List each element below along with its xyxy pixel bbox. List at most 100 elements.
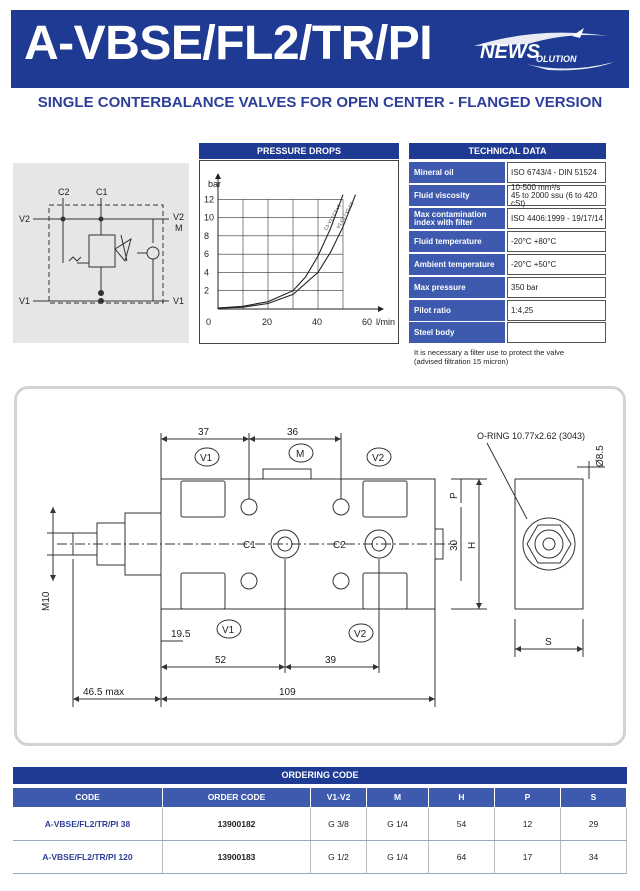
side-view-hex [526, 524, 572, 564]
tech-row-value: -20°C +50°C [507, 254, 606, 275]
ordering-cell: 64 [429, 841, 495, 873]
tech-row: Steel body [409, 322, 607, 343]
chart-x-tick-label: 40 [312, 317, 322, 327]
ordering-cell: A-VBSE/FL2/TR/PI 38 [13, 808, 163, 840]
gauge-port-boss [262, 468, 312, 480]
tech-row-value: -20°C +80°C [507, 231, 606, 252]
tech-row-label: Max contamination index with filter [409, 208, 505, 229]
ordering-column-header: ORDER CODE [163, 788, 311, 807]
check-ball-symbol [146, 246, 160, 260]
dim-39: 39 [325, 655, 337, 666]
label-m: M [296, 449, 304, 460]
dim-s: S [545, 637, 552, 648]
dimension-drawing-panel: V1 M V2 C1 C2 V1 V2 37 36 19.5 52 39 46.… [14, 386, 626, 746]
technical-data-heading: TECHNICAL DATA [409, 143, 606, 159]
label-v1-top: V1 [200, 453, 213, 464]
tech-row-label: Mineral oil [409, 162, 505, 183]
ordering-column-header: M [367, 788, 429, 807]
chart-x-axis-arrow [378, 306, 384, 312]
ordering-cell: G 1/2 [311, 841, 367, 873]
tech-row: Fluid temperature-20°C +80°C [409, 231, 607, 252]
schematic-body-outline [48, 204, 164, 304]
tech-row-value: ISO 4406:1999 - 19/17/14 [507, 208, 606, 229]
dim-52: 52 [215, 655, 227, 666]
tech-row-label: Fluid viscosity [409, 185, 505, 206]
port-label-c2: C2 [58, 187, 70, 197]
port-label-v2-left: V2 [19, 214, 30, 224]
ordering-cell: 17 [495, 841, 561, 873]
chart-y-axis-arrow [215, 173, 221, 179]
tech-row-label: Steel body [409, 322, 505, 343]
ordering-column-header: S [561, 788, 627, 807]
tech-row-value: 1:4,25 [507, 300, 606, 321]
ordering-column-header: H [429, 788, 495, 807]
tech-row-label: Fluid temperature [409, 231, 505, 252]
label-v2-top: V2 [372, 453, 385, 464]
tech-row: Ambient temperature-20°C +50°C [409, 254, 607, 275]
chart-x-tick-label: 20 [262, 317, 272, 327]
port-label-c1: C1 [96, 187, 108, 197]
ordering-cell: G 1/4 [367, 808, 429, 840]
label-c1: C1 [243, 540, 256, 551]
ordering-cell: 13900182 [163, 808, 311, 840]
tech-row-label: Pilot ratio [409, 300, 505, 321]
chart-y-axis-label: bar [208, 179, 221, 189]
port-boss-v1-bottom [180, 572, 226, 610]
chart-y-tick-label: 4 [204, 267, 209, 277]
chart-x-tick-label: 0 [206, 317, 211, 327]
newsolution-logo: NEWS OLUTION [474, 28, 614, 71]
technical-data-note: It is necessary a filter use to protect … [414, 348, 565, 366]
ordering-cell: 34 [561, 841, 627, 873]
ordering-cell: 29 [561, 808, 627, 840]
ordering-cell: 12 [495, 808, 561, 840]
chart-x-axis-label: l/min [376, 317, 395, 327]
label-v1-bottom: V1 [222, 625, 235, 636]
ordering-cell: G 1/4 [367, 841, 429, 873]
page-title: A-VBSE/FL2/TR/PI [24, 17, 433, 70]
chart-y-tick-label: 12 [204, 194, 214, 204]
chart-y-tick-label: 2 [204, 286, 209, 296]
schematic-drawing: C2 C1 V2 V2 M V1 V1 [19, 187, 184, 306]
logo-text-sub: OLUTION [536, 54, 577, 64]
dim-19-5: 19.5 [171, 629, 191, 640]
tech-row-label: Max pressure [409, 277, 505, 298]
port-label-m: M [175, 223, 183, 233]
dim-109: 109 [279, 687, 296, 698]
label-v2-bottom: V2 [354, 629, 367, 640]
port-label-v1-right: V1 [173, 296, 184, 306]
port-boss-v1-top [180, 480, 226, 518]
dim-h: H [467, 542, 478, 549]
chart-y-tick-label: 8 [204, 231, 209, 241]
chart-x-tick-label: 60 [362, 317, 372, 327]
tech-row-value [507, 322, 606, 343]
ordering-cell: G 3/8 [311, 808, 367, 840]
dimension-drawing: V1 M V2 C1 C2 V1 V2 37 36 19.5 52 39 46.… [41, 427, 606, 707]
header-banner [11, 10, 629, 88]
ordering-cell: 54 [429, 808, 495, 840]
side-view-outline [514, 478, 584, 610]
port-label-v1-left: V1 [19, 296, 30, 306]
dim-46-5-max: 46.5 max [83, 687, 124, 698]
ordering-column-header: CODE [13, 788, 163, 807]
tech-row-value: 350 bar [507, 277, 606, 298]
dim-30: 30 [449, 539, 460, 551]
label-c2: C2 [333, 540, 346, 551]
hydraulic-schematic: C2 C1 V2 V2 M V1 V1 [13, 163, 189, 343]
ordering-row-divider [13, 873, 627, 874]
chart-series-line [217, 194, 357, 309]
pressure-drops-heading: PRESSURE DROPS [199, 143, 399, 159]
dim-m10: M10 [41, 591, 52, 611]
oring-label: O-RING 10.77x2.62 (3043) [477, 431, 585, 441]
ordering-column-header: P [495, 788, 561, 807]
ordering-row-divider [13, 840, 627, 841]
port-boss-v2-top [362, 480, 408, 518]
ordering-code-heading: ORDERING CODE [13, 767, 627, 784]
